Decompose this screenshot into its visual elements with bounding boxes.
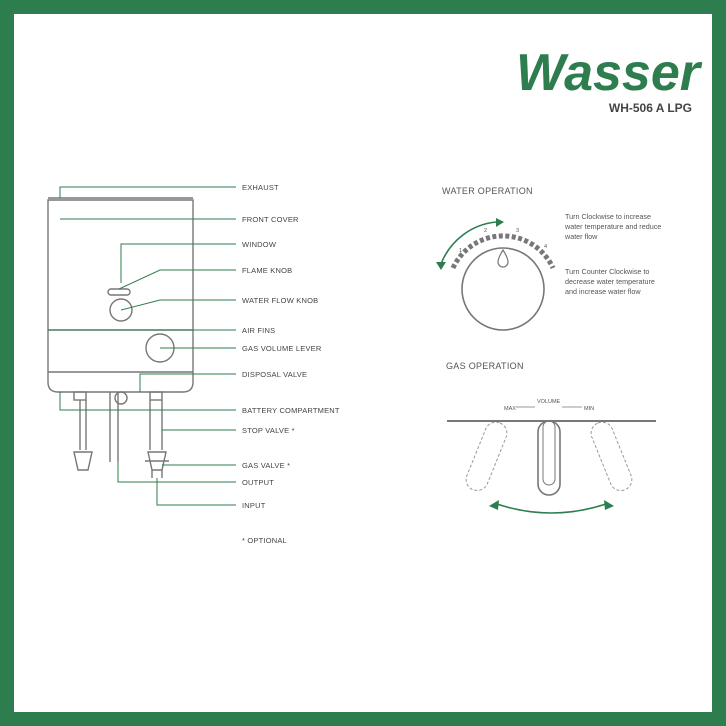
brand-logo: Wasser bbox=[516, 44, 703, 102]
label-input: INPUT bbox=[242, 501, 266, 510]
dial-scale bbox=[450, 233, 556, 270]
gas-operation-panel: GAS OPERATION VOLUME MAX MIN bbox=[446, 361, 656, 514]
part-labels: EXHAUST FRONT COVER WINDOW FLAME KNOB WA… bbox=[242, 183, 340, 545]
label-battery-compartment: BATTERY COMPARTMENT bbox=[242, 406, 340, 415]
scale-mark-3: 3 bbox=[516, 228, 519, 234]
label-disposal-valve: DISPOSAL VALVE bbox=[242, 370, 307, 379]
gas-lever-max-position bbox=[465, 421, 508, 492]
label-air-fins: AIR FINS bbox=[242, 326, 275, 335]
label-water-flow-knob: WATER FLOW KNOB bbox=[242, 296, 318, 305]
label-exhaust: EXHAUST bbox=[242, 183, 279, 192]
label-flame-knob: FLAME KNOB bbox=[242, 266, 292, 275]
scale-mark-4: 4 bbox=[544, 244, 547, 250]
model-number: WH-506 A LPG bbox=[609, 101, 692, 115]
label-stop-valve: STOP VALVE * bbox=[242, 426, 295, 435]
gas-lever-min-position bbox=[590, 421, 633, 492]
scale-mark-2: 2 bbox=[484, 228, 487, 234]
clockwise-note-2: water temperature and reduce bbox=[564, 222, 661, 231]
label-gas-volume-lever: GAS VOLUME LEVER bbox=[242, 344, 322, 353]
water-dial-icon bbox=[461, 247, 545, 331]
label-window: WINDOW bbox=[242, 240, 277, 249]
water-operation-panel: WATER OPERATION 1 2 3 4 Turn Clockwise t… bbox=[436, 186, 661, 331]
label-front-cover: FRONT COVER bbox=[242, 215, 299, 224]
gas-lever-icon bbox=[537, 420, 561, 496]
heater-illustration bbox=[47, 197, 194, 478]
water-operation-title: WATER OPERATION bbox=[442, 186, 533, 196]
clockwise-note-1: Turn Clockwise to increase bbox=[565, 212, 651, 221]
swing-arrow-icon bbox=[496, 503, 607, 514]
label-output: OUTPUT bbox=[242, 478, 274, 487]
scale-mark-1: 1 bbox=[459, 248, 462, 254]
leader-lines bbox=[48, 186, 236, 506]
gas-operation-title: GAS OPERATION bbox=[446, 361, 524, 371]
water-drop-icon bbox=[497, 248, 509, 268]
rotate-arrow-icon bbox=[440, 221, 497, 265]
optional-note: * OPTIONAL bbox=[242, 536, 287, 545]
counter-note-2: decrease water temperature bbox=[565, 277, 655, 286]
counter-note-1: Turn Counter Clockwise to bbox=[565, 267, 649, 276]
volume-label: VOLUME bbox=[537, 399, 561, 405]
counter-note-3: and increase water flow bbox=[565, 287, 641, 296]
max-label: MAX bbox=[504, 406, 516, 412]
label-gas-valve: GAS VALVE * bbox=[242, 461, 290, 470]
min-label: MIN bbox=[584, 406, 594, 412]
clockwise-note-3: water flow bbox=[564, 232, 598, 241]
